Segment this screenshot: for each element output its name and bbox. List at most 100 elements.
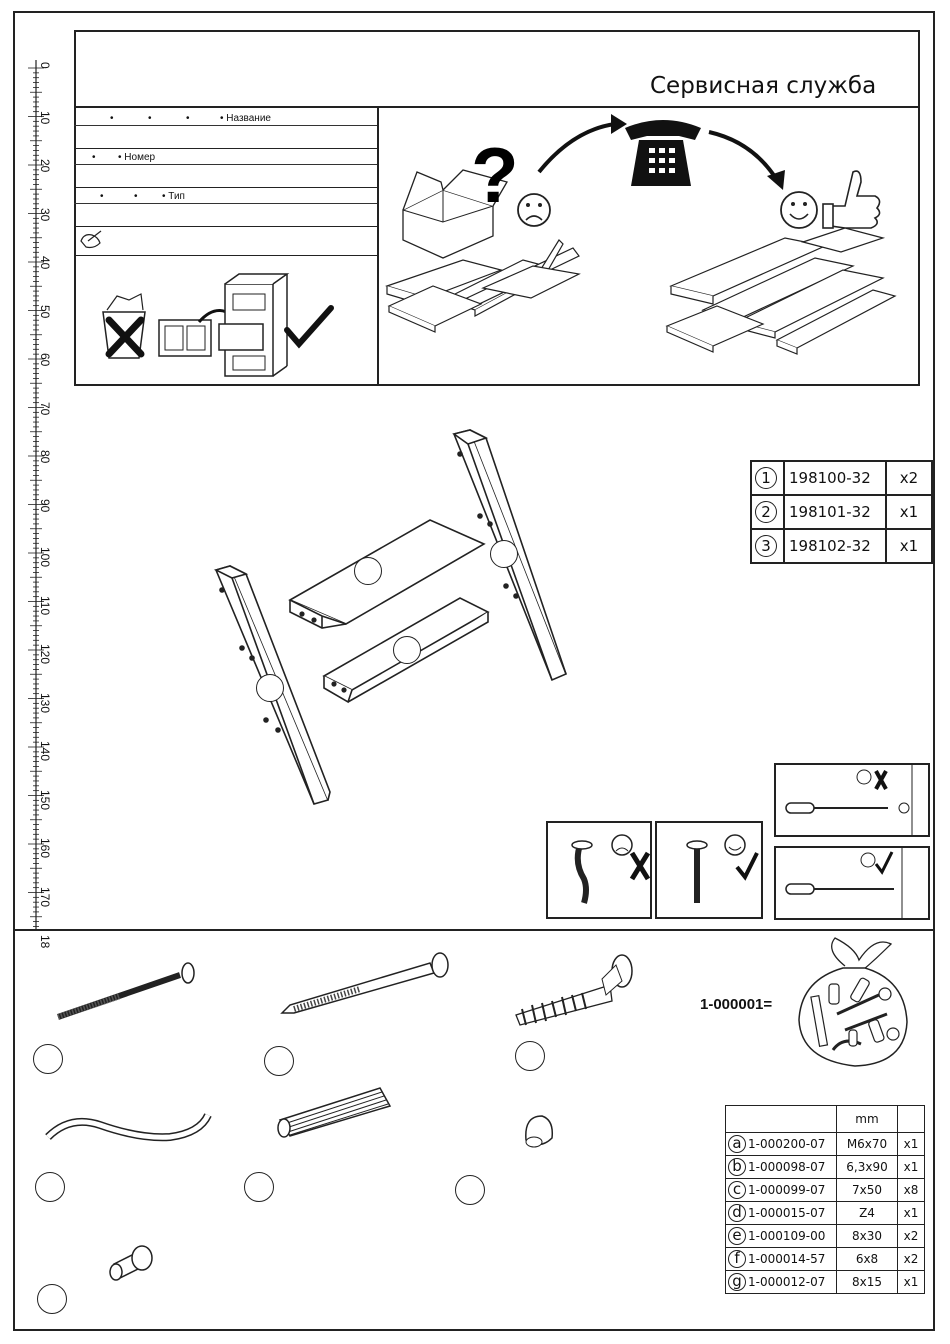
unit-header: mm	[836, 1105, 898, 1133]
sad-face-icon	[611, 834, 633, 856]
ruler-label: 130	[38, 692, 52, 713]
happy-face-icon	[780, 191, 818, 229]
part-marker-2	[354, 557, 382, 585]
part-code: 198100-32	[783, 460, 887, 496]
filing-illustration	[102, 273, 334, 377]
header-divider	[74, 106, 920, 108]
ruler-label: 80	[38, 450, 52, 464]
ruler-label: 140	[38, 741, 52, 762]
screwdriver-icon	[785, 848, 903, 918]
hardware-letter: e	[728, 1227, 746, 1245]
ruler-label: 120	[38, 644, 52, 665]
ruler-label: 170	[38, 886, 52, 907]
hardware-qty: x1	[897, 1270, 925, 1294]
ruler-label: 20	[38, 159, 52, 173]
hardware-qty: x1	[897, 1201, 925, 1225]
hardware-qty: x1	[897, 1155, 925, 1179]
scattered-panels	[385, 239, 581, 333]
hardware-size: M6x70	[836, 1132, 898, 1156]
hardware-qty: x2	[897, 1247, 925, 1271]
ruler-ticks	[28, 60, 44, 930]
field-number-label: • Номер	[118, 152, 156, 163]
part-number: 3	[755, 535, 777, 557]
hardware-marker-g	[37, 1284, 67, 1314]
hardware-marker-b	[264, 1046, 294, 1076]
part-marker-1	[256, 674, 284, 702]
screw-right-box	[655, 821, 763, 919]
open-box-icon	[402, 169, 508, 259]
screw-straight-icon	[686, 834, 759, 903]
hardware-bag-icon	[798, 937, 908, 1067]
cap-icon	[525, 1115, 554, 1148]
screw-long-icon	[280, 952, 449, 1014]
hardware-qty: x8	[897, 1178, 925, 1202]
checkmark-icon	[284, 305, 334, 349]
hardware-table-header: mm	[725, 1105, 925, 1133]
hardware-size: 6,3x90	[836, 1155, 898, 1179]
dowel-icon	[277, 1087, 392, 1138]
part-marker-3	[393, 636, 421, 664]
part-code: 198102-32	[783, 528, 887, 564]
hardware-size: 8x15	[836, 1270, 898, 1294]
hardware-code: 1-000109-00	[748, 1229, 826, 1243]
hardware-letter: g	[728, 1273, 746, 1291]
screwdriver-right-box	[774, 846, 930, 920]
binder-icon	[158, 319, 212, 357]
ruler-label: 50	[38, 304, 52, 318]
cam-screw-icon	[515, 954, 633, 1026]
sad-face-icon	[517, 193, 551, 227]
checkmark-icon	[874, 851, 894, 875]
header-box	[74, 30, 920, 386]
hardware-size: 6x8	[836, 1247, 898, 1271]
ruler-label: 30	[38, 207, 52, 221]
field-divider	[74, 255, 377, 256]
hardware-size: Z4	[836, 1201, 898, 1225]
ruler-label: 40	[38, 256, 52, 270]
ruler-label: 90	[38, 498, 52, 512]
hardware-size: 8x30	[836, 1224, 898, 1248]
hardware-code: 1-000015-07	[748, 1206, 826, 1220]
pen-icon	[80, 230, 102, 249]
section-divider	[13, 929, 935, 931]
checkmark-icon	[735, 852, 759, 881]
ruler-label: 160	[38, 838, 52, 859]
page-frame	[13, 11, 935, 1331]
part-qty: x1	[885, 528, 933, 564]
part-marker-1b	[490, 540, 518, 568]
assembly-drawing	[213, 429, 568, 805]
hardware-marker-e	[244, 1172, 274, 1202]
service-illustration: ?	[385, 114, 897, 355]
question-mark-icon: ?	[471, 131, 519, 219]
hardware-marker-a	[33, 1044, 63, 1074]
part-number: 2	[755, 501, 777, 523]
bolt-icon	[57, 962, 195, 1020]
hardware-code: 1-000099-07	[748, 1183, 826, 1197]
happy-face-icon	[724, 834, 746, 856]
hardware-code: 1-000200-07	[748, 1137, 826, 1151]
header-vdivider	[377, 106, 379, 386]
ruler-label: 70	[38, 401, 52, 415]
hardware-letter: a	[728, 1135, 746, 1153]
screwdriver-wrong-box	[774, 763, 930, 837]
hardware-bag-label: 1-000001=	[700, 996, 773, 1013]
sorted-panels	[665, 227, 897, 355]
hardware-size: 7x50	[836, 1178, 898, 1202]
screw-wrong-box	[546, 821, 652, 919]
hardware-letter: b	[728, 1158, 746, 1176]
field-name-label: • Название	[220, 113, 271, 124]
hardware-marker-f	[455, 1175, 485, 1205]
file-cabinet-icon	[218, 273, 290, 377]
cross-icon	[629, 851, 651, 881]
field-type-label: • Тип	[162, 191, 185, 202]
hardware-code: 1-000012-07	[748, 1275, 826, 1289]
screwdriver-icon	[785, 765, 913, 835]
hardware-qty: x1	[897, 1132, 925, 1156]
ruler-label: 110	[38, 595, 52, 615]
hardware-letter: f	[728, 1250, 746, 1268]
